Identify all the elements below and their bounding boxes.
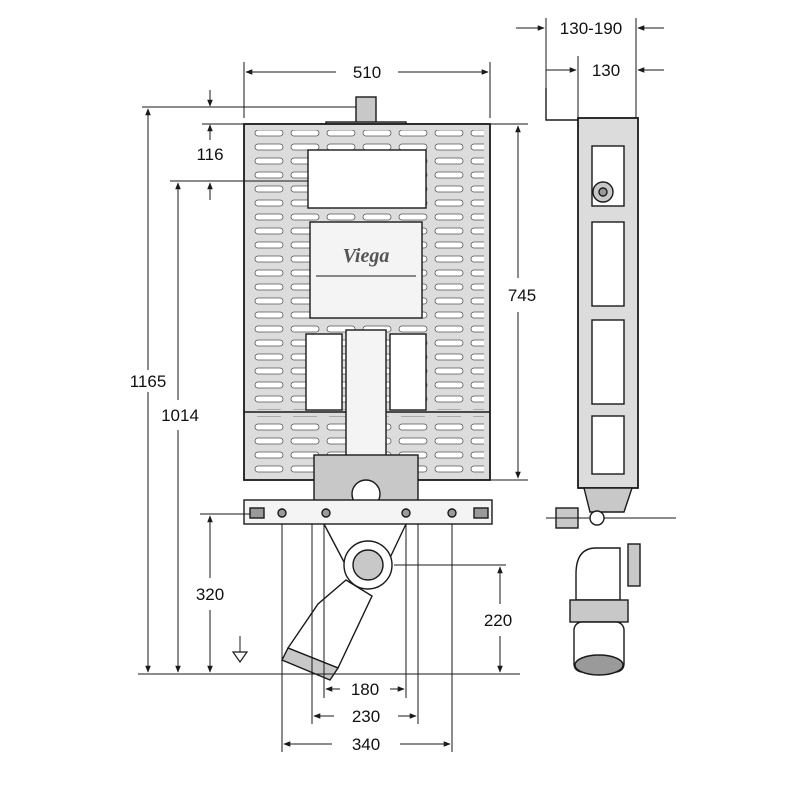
dim-510-label: 510 [353,63,381,82]
dim-230-label: 230 [352,707,380,726]
side-view [545,88,676,676]
brand-logo: Viega [343,245,390,267]
dim-1165-label: 1165 [130,372,167,391]
logo-panel [309,221,423,319]
dim-1014-label: 1014 [161,406,199,425]
dim-130-190-label: 130-190 [560,19,622,38]
dim-745-label: 745 [508,286,536,305]
front-view: Viega [243,96,493,681]
dim-130-label: 130 [592,61,620,80]
dim-116-label: 116 [196,145,223,164]
dim-220-label: 220 [484,611,512,630]
dim-340-label: 340 [352,735,380,754]
dimension-lines [138,18,664,752]
dim-180-label: 180 [351,680,379,699]
dim-320-label: 320 [196,585,224,604]
cistern-window [307,149,427,209]
